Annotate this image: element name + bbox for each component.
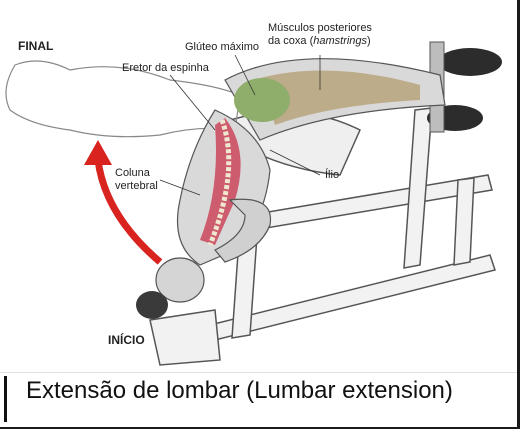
arm (214, 198, 272, 263)
caption-marker (4, 376, 7, 422)
motion-arrow (94, 159, 163, 265)
illustration (5, 41, 502, 366)
leader-lines (159, 54, 321, 196)
label-spine: Coluna vertebral (115, 167, 158, 192)
label-final: FINAL (18, 39, 54, 53)
label-hamstrings: Músculos posteriores da coxa (hamstrings… (268, 22, 372, 48)
bench-foot (149, 309, 221, 366)
gluteus (234, 78, 290, 122)
label-inicio: INÍCIO (108, 333, 145, 347)
head (155, 257, 205, 303)
motion-arrowhead (84, 140, 112, 165)
caption-bar (0, 372, 517, 427)
label-gluteus: Glúteo máximo (185, 41, 259, 53)
hamstrings (260, 70, 420, 125)
bench-upright (403, 107, 433, 269)
hair-bun (136, 291, 168, 319)
label-hamstrings-line1: Músculos posteriores (268, 22, 372, 34)
label-erector: Eretor da espinha (122, 62, 209, 74)
bench-post-right (453, 177, 475, 266)
label-hamstrings-line2: da coxa (hamstrings) (268, 35, 371, 47)
figure-caption: Extensão de lombar (Lumbar extension) (26, 377, 453, 404)
label-ilium: Ílio (325, 169, 340, 181)
foot-roller-top (438, 48, 502, 76)
spine (207, 119, 232, 246)
